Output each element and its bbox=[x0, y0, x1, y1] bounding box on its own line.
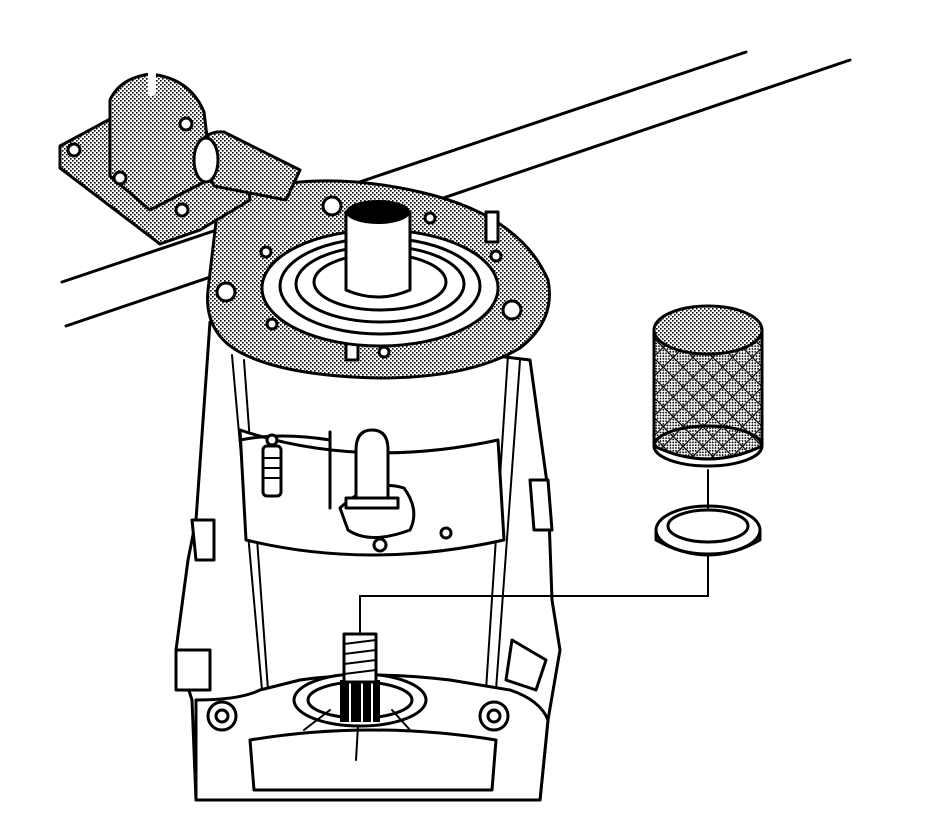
knurled-installer-tool bbox=[652, 304, 764, 468]
seal-ring bbox=[654, 504, 762, 557]
shaft-threaded-end bbox=[292, 632, 428, 761]
output-shaft bbox=[344, 200, 412, 299]
holding-fixture bbox=[58, 32, 302, 246]
transmission-case bbox=[174, 320, 562, 802]
bench-rails bbox=[60, 50, 852, 328]
alignment-leader-lines bbox=[359, 469, 709, 635]
